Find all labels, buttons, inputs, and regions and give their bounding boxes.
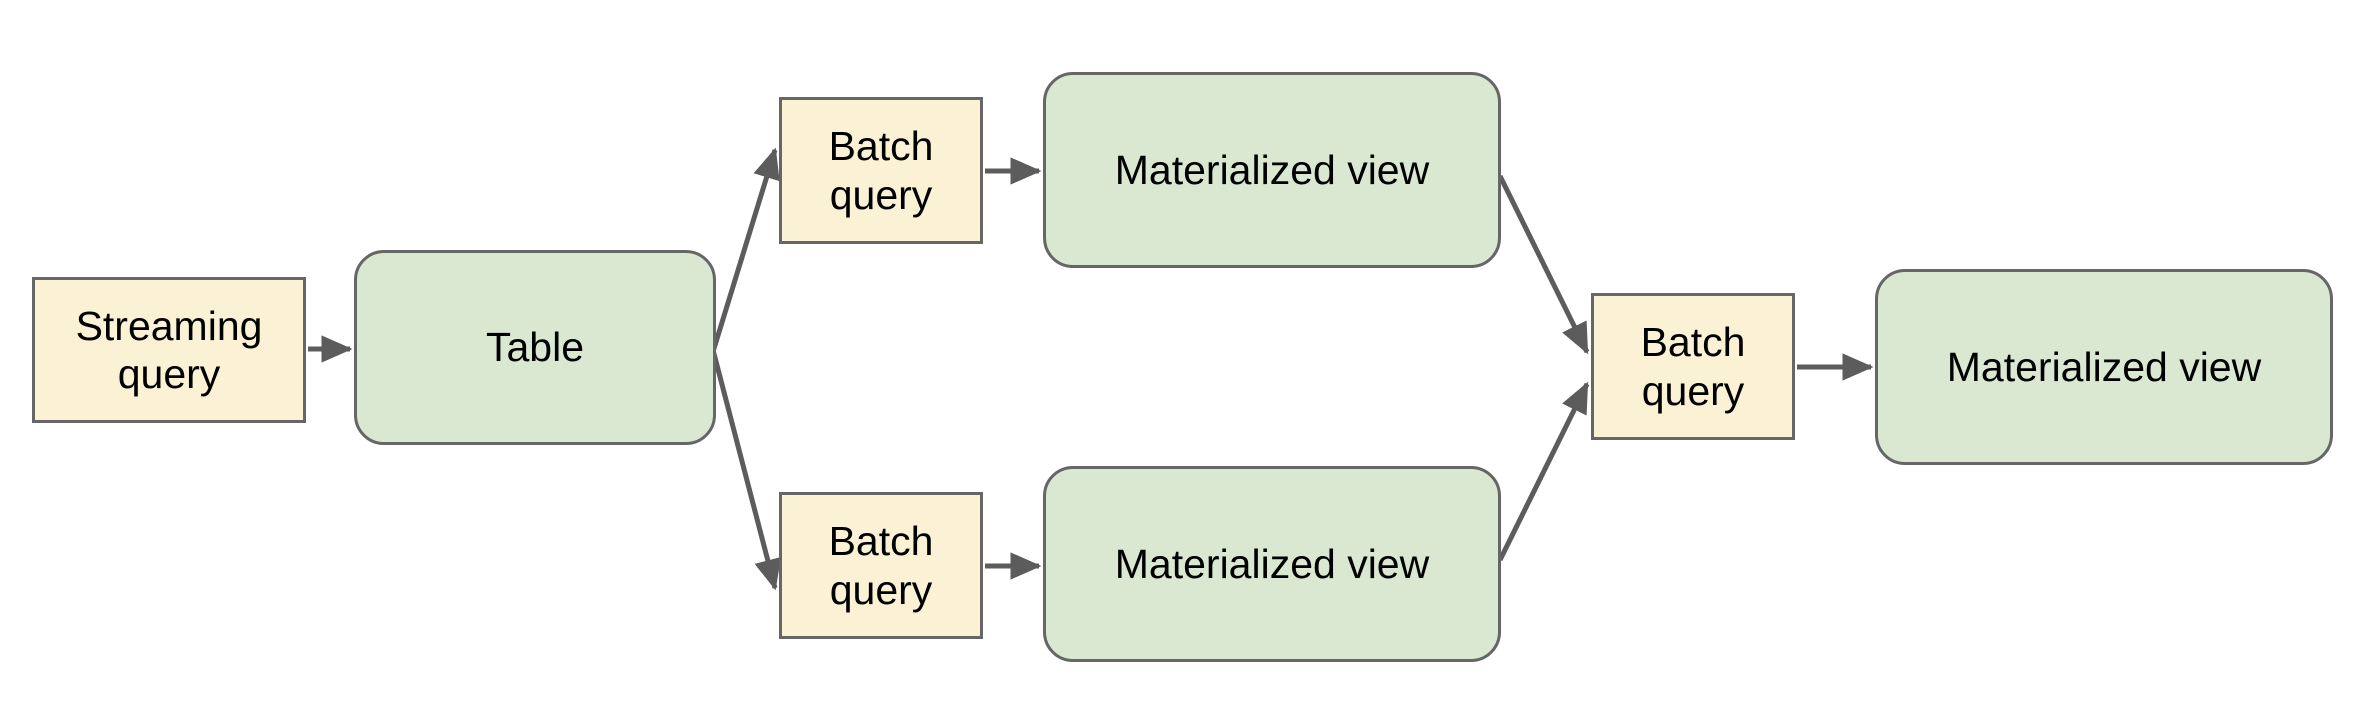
node-materialized-view-bottom[interactable]: Materialized view [1043,466,1501,662]
node-label: Batch query [828,518,934,613]
node-materialized-view-top[interactable]: Materialized view [1043,72,1501,268]
node-label: Batch query [828,123,934,218]
node-batch-query-join[interactable]: Batch query [1591,293,1795,440]
node-label: Materialized view [1114,146,1430,193]
node-label: Streaming query [75,302,263,397]
node-streaming-query[interactable]: Streaming query [32,277,306,423]
edge-materialized-view-top-to-batch-query-join [1497,174,1590,355]
node-batch-query-top[interactable]: Batch query [779,97,983,244]
node-label: Batch query [1640,319,1746,414]
node-table[interactable]: Table [354,250,716,445]
node-label: Materialized view [1946,343,2262,390]
node-label: Materialized view [1114,540,1430,587]
node-batch-query-bottom[interactable]: Batch query [779,492,983,639]
edge-materialized-view-bottom-to-batch-query-join [1497,381,1590,562]
node-materialized-view-final[interactable]: Materialized view [1875,269,2333,465]
node-label: Table [485,324,584,371]
